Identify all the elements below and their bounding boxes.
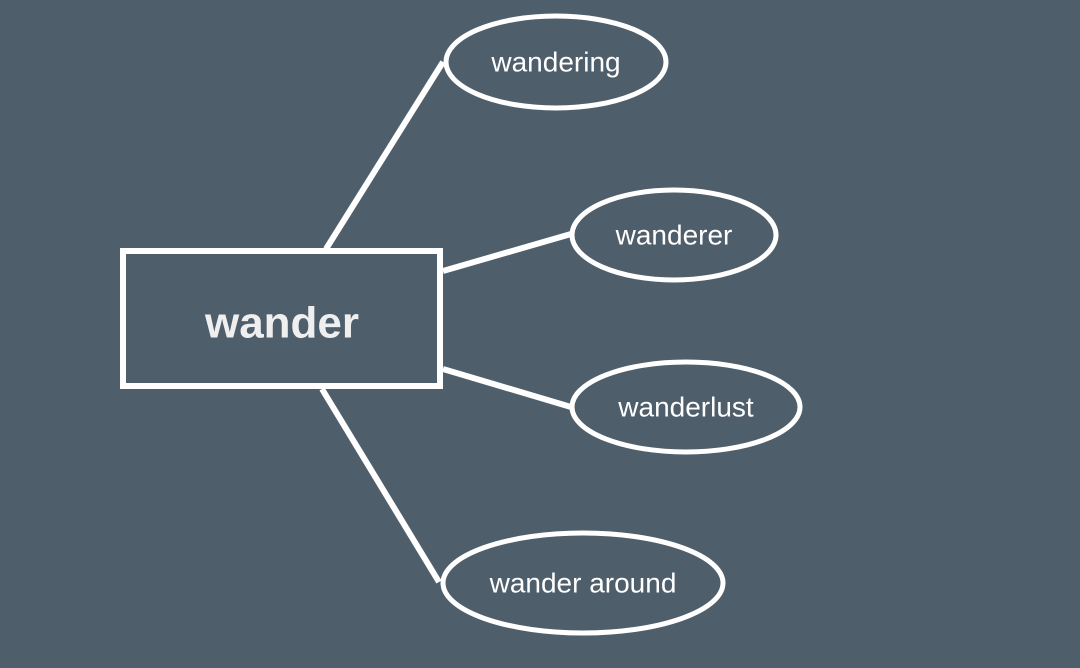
connector-wanderlust xyxy=(442,366,572,410)
child-node-label: wanderlust xyxy=(617,391,754,422)
child-node-label: wandering xyxy=(490,46,620,77)
root-node-label: wander xyxy=(204,299,359,348)
child-node-label: wanderer xyxy=(615,219,733,250)
child-node-ellipse xyxy=(569,187,779,283)
child-node-wanderlust[interactable]: wanderlust xyxy=(569,359,803,455)
child-node-ellipse xyxy=(440,530,726,636)
root-node[interactable]: wander xyxy=(120,248,443,389)
connector-wander-around xyxy=(319,387,442,584)
child-node-ellipse xyxy=(569,359,803,455)
connector-wanderer xyxy=(442,231,572,274)
connector-wandering xyxy=(323,60,446,251)
child-node-label: wander around xyxy=(489,567,677,598)
root-node-box xyxy=(120,248,443,389)
child-node-wandering[interactable]: wandering xyxy=(443,13,669,111)
child-node-wander-around[interactable]: wander around xyxy=(440,530,726,636)
child-node-ellipse xyxy=(443,13,669,111)
child-node-wanderer[interactable]: wanderer xyxy=(569,187,779,283)
